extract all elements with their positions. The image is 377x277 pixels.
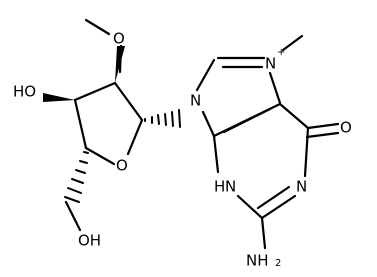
label-ho: HO — [13, 83, 36, 101]
bond-n1-c2-double — [256, 185, 291, 210]
bond-n9-c8 — [195, 58, 216, 92]
label-o-carbonyl: O — [340, 119, 352, 137]
wedge-c2prime-o — [115, 46, 125, 83]
bond-c6-o — [306, 122, 340, 130]
label-n9: N — [190, 92, 201, 110]
bond-c4prime-oring — [84, 146, 116, 166]
label-n7: N — [265, 55, 276, 73]
hash-c4prime-c5prime — [64, 151, 89, 203]
label-nh2: NH — [246, 252, 269, 270]
bond-c2-nh2 — [260, 216, 267, 250]
label-oh: OH — [78, 232, 101, 250]
bond-n7-methyl — [281, 34, 304, 52]
bond-c5-c4-double — [222, 107, 272, 134]
bond-methyl-o — [84, 18, 111, 36]
label-n7-charge: + — [277, 47, 285, 58]
bond-c4-n9 — [201, 110, 216, 138]
bond-c2prime-c1prime — [113, 81, 144, 122]
label-nh2-subscript: 2 — [275, 258, 281, 269]
atom-labels: HO OH O O O N N + H N N NH 2 — [13, 30, 352, 270]
bonds — [64, 18, 340, 250]
bond-n7-c5 — [268, 71, 282, 105]
bond-c6-n1 — [303, 126, 310, 178]
bond-n1-c2 — [260, 194, 297, 220]
bond-c5prime-oh — [64, 200, 82, 232]
hash-c1prime-n9 — [144, 109, 181, 128]
label-n3-h: H — [214, 178, 225, 196]
bond-c3prime-c4prime — [73, 98, 88, 150]
wedge-c3prime-ho — [43, 93, 75, 102]
bond-n3-c4 — [212, 134, 220, 174]
label-n1: N — [296, 178, 307, 196]
bond-c6-o-double — [305, 131, 340, 139]
label-n3: N — [225, 178, 236, 196]
bond-c2-n3 — [236, 194, 264, 220]
bond-oring-c1prime — [126, 118, 144, 156]
bond-c2prime-c3prime — [73, 81, 117, 102]
label-o-methoxy: O — [113, 30, 125, 48]
bond-c5-c6 — [278, 102, 310, 130]
label-o-ring: O — [116, 157, 128, 175]
